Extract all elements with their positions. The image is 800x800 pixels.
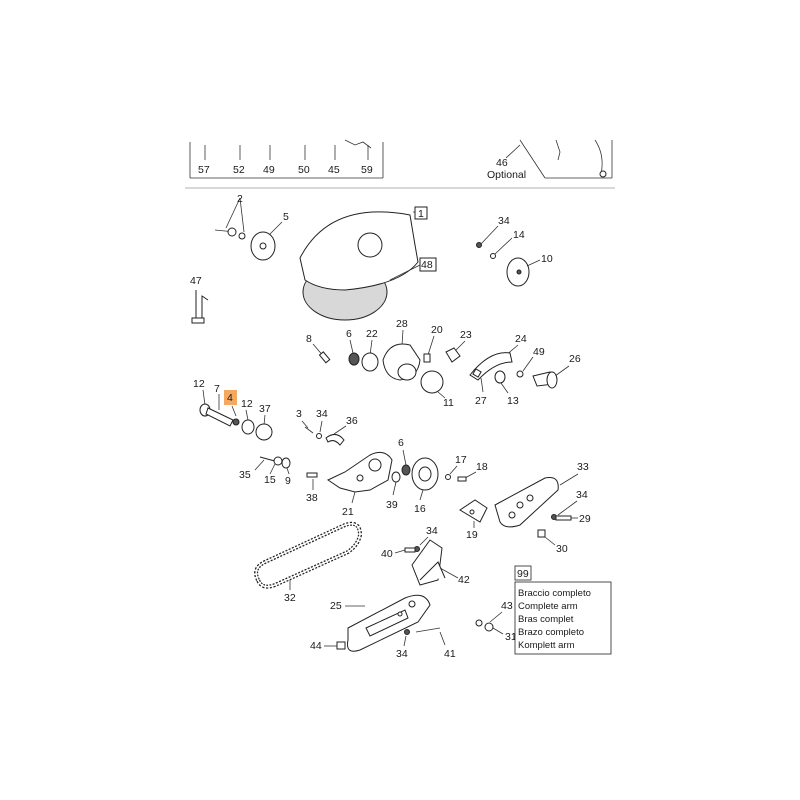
callout-21: 21	[342, 506, 354, 518]
callout-6b: 6	[398, 437, 404, 449]
callout-7: 7	[214, 383, 220, 395]
callout-9: 9	[285, 475, 291, 487]
callout-10: 10	[541, 253, 553, 265]
callout-29: 29	[579, 513, 591, 525]
chain-plate-33: 33 34 29 30	[494, 461, 591, 555]
kit-line-sv: Komplett arm	[518, 640, 575, 651]
callout-13: 13	[507, 395, 519, 407]
wrench-47: 47	[190, 275, 209, 324]
callout-31: 31	[505, 631, 517, 643]
callout-34c: 34	[576, 489, 588, 501]
top-label-45: 45	[328, 164, 340, 176]
callout-4: 4	[227, 392, 233, 404]
flange-group: 34 14 10	[476, 215, 553, 287]
callout-43: 43	[501, 600, 513, 612]
callout-34d: 34	[426, 525, 438, 537]
callout-39: 39	[386, 499, 398, 511]
callout-18: 18	[476, 461, 488, 473]
optional-label: Optional	[487, 169, 526, 181]
callout-17: 17	[455, 454, 467, 466]
washer-group: 2 5	[214, 193, 289, 261]
callout-36: 36	[346, 415, 358, 427]
left-shaft-parts: 12 7 4 12 37	[193, 378, 273, 441]
callout-1: 1	[418, 208, 424, 220]
top-label-50: 50	[298, 164, 310, 176]
callout-33: 33	[577, 461, 589, 473]
callout-12a: 12	[193, 378, 205, 390]
top-label-59: 59	[361, 164, 373, 176]
middle-row-parts: 8 6 22 28 20 23 24 49 26 11 27	[306, 318, 581, 409]
top-label-57: 57	[198, 164, 210, 176]
callout-27: 27	[475, 395, 487, 407]
top-label-52: 52	[233, 164, 245, 176]
top-label-49: 49	[263, 164, 275, 176]
callout-49: 49	[533, 346, 545, 358]
callout-42: 42	[458, 574, 470, 586]
tensioner-group: 34 40 42	[381, 525, 470, 586]
callout-41: 41	[444, 648, 456, 660]
cover-21-group: 3 34 36 35 15 9 38 21	[239, 408, 393, 518]
top-label-46: 46	[496, 157, 508, 169]
callout-34b: 34	[316, 408, 328, 420]
callout-34e: 34	[396, 648, 408, 660]
callout-38: 38	[306, 492, 318, 504]
callout-47: 47	[190, 275, 202, 287]
callout-5: 5	[283, 211, 289, 223]
nut-group: 43 31	[475, 600, 517, 643]
callout-8: 8	[306, 333, 312, 345]
callout-48: 48	[421, 259, 433, 271]
callout-12b: 12	[241, 398, 253, 410]
callout-3: 3	[296, 408, 302, 420]
callout-30: 30	[556, 543, 568, 555]
blade-guard-assembly: 1 48	[299, 206, 437, 321]
callout-22: 22	[366, 328, 378, 340]
kit-line-en: Complete arm	[518, 601, 578, 612]
kit-line-it: Braccio completo	[518, 588, 591, 599]
callout-26: 26	[569, 353, 581, 365]
callout-40: 40	[381, 548, 393, 560]
callout-25: 25	[330, 600, 342, 612]
pulley-group: 6 39 16 17 18 19	[386, 437, 488, 541]
callout-14: 14	[513, 229, 525, 241]
callout-20: 20	[431, 324, 443, 336]
callout-2: 2	[237, 193, 243, 205]
kit-line-es: Brazo completo	[518, 627, 584, 638]
complete-arm-box: 99 Braccio completo Complete arm Bras co…	[514, 565, 612, 655]
callout-11: 11	[443, 397, 454, 409]
arm-bar-25: 25 44 34 41	[310, 594, 456, 660]
callout-35: 35	[239, 469, 251, 481]
callout-6a: 6	[346, 328, 352, 340]
callout-15: 15	[264, 474, 276, 486]
kit-line-fr: Bras complet	[518, 614, 574, 625]
callout-34a: 34	[498, 215, 510, 227]
callout-23: 23	[460, 329, 472, 341]
callout-19: 19	[466, 529, 478, 541]
callout-24: 24	[515, 333, 527, 345]
top-strip: 57 52 49 50 45 59 46 Optional	[185, 139, 615, 189]
callout-28: 28	[396, 318, 408, 330]
callout-32: 32	[284, 592, 296, 604]
chain-32: 32	[254, 521, 363, 604]
callout-37: 37	[259, 403, 271, 415]
callout-16: 16	[414, 503, 426, 515]
callout-44: 44	[310, 640, 322, 652]
highlight-4	[224, 390, 237, 405]
kit-number: 99	[517, 568, 529, 580]
